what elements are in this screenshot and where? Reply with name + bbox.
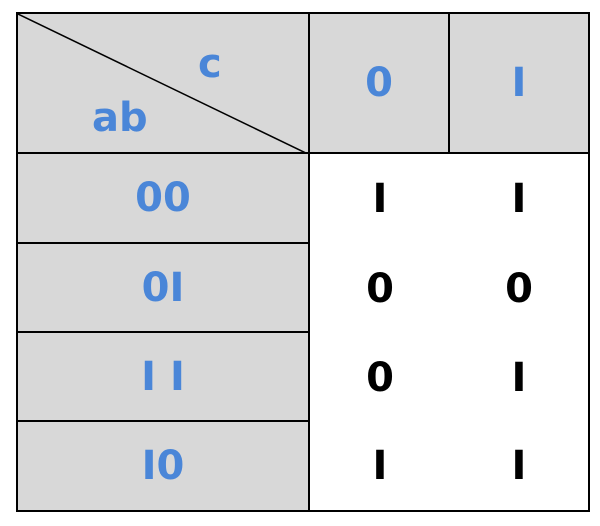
cell-01-1: 0 bbox=[450, 244, 588, 333]
cell-11-0: 0 bbox=[310, 333, 450, 422]
column-header-0: 0 bbox=[308, 12, 450, 154]
corner-cell: c ab bbox=[16, 12, 312, 156]
diagonal-divider bbox=[18, 14, 312, 156]
value-grid-frame bbox=[308, 152, 590, 512]
cell-00-0: I bbox=[310, 154, 450, 244]
column-variable-label: c bbox=[198, 41, 222, 87]
row-header-10: I0 bbox=[16, 420, 310, 512]
row-header-00: 00 bbox=[16, 152, 310, 244]
cell-10-1: I bbox=[450, 422, 588, 510]
row-header-11: I I bbox=[16, 331, 310, 422]
cell-11-1: I bbox=[450, 333, 588, 422]
cell-10-0: I bbox=[310, 422, 450, 510]
row-variable-label: ab bbox=[92, 95, 148, 141]
cell-00-1: I bbox=[450, 154, 588, 244]
column-header-1: I bbox=[448, 12, 590, 154]
row-header-01: 0I bbox=[16, 242, 310, 333]
cell-01-0: 0 bbox=[310, 244, 450, 333]
karnaugh-map: c ab 0 I 00 0I I I I0 I I 0 0 0 I I I bbox=[16, 12, 590, 512]
